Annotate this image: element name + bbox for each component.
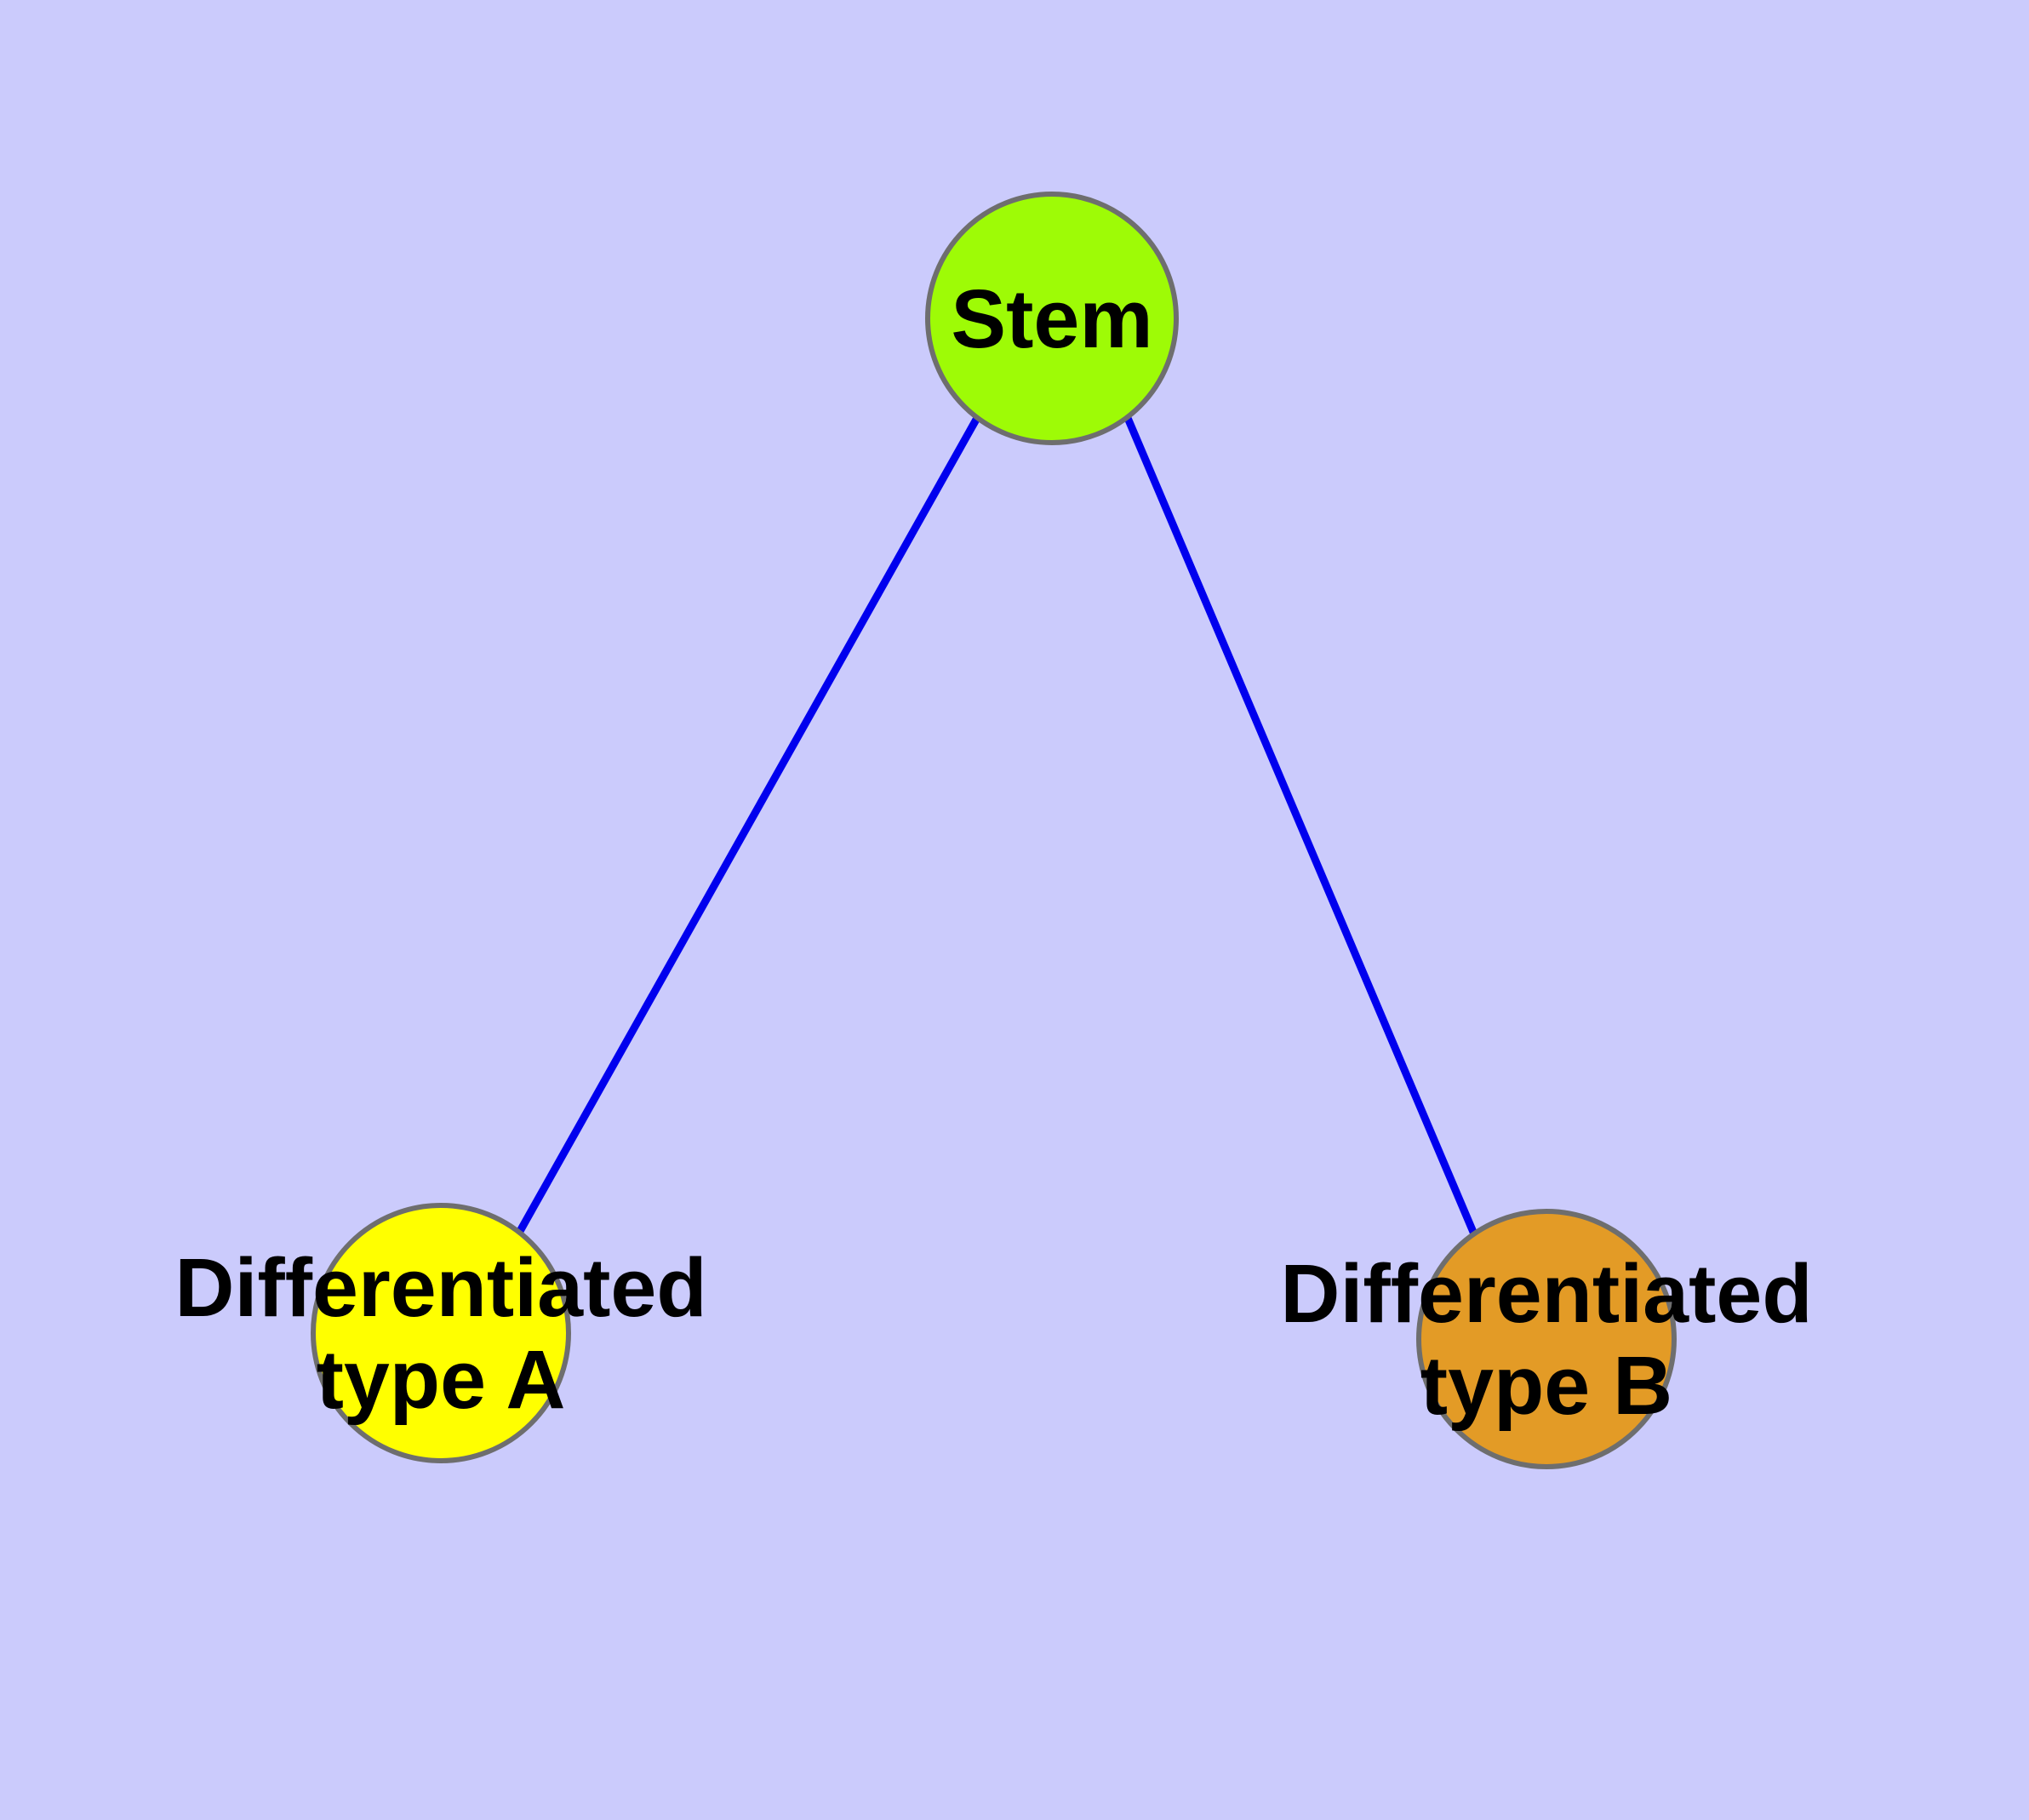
edges-layer (516, 415, 1479, 1238)
node-differentiated-type-b-label-line-2: type B (1420, 1339, 1672, 1432)
nodes-layer: Stem Differentiated type A Differentiate… (174, 192, 1813, 1469)
node-stem[interactable]: Stem (925, 192, 1179, 445)
node-differentiated-type-b-label-line-1: Differentiated (1280, 1247, 1812, 1340)
node-differentiated-type-a[interactable]: Differentiated type A (174, 1203, 707, 1463)
edge-stem-to-differentiated-type-b[interactable] (1123, 416, 1479, 1238)
node-differentiated-type-b-circle[interactable] (1416, 1209, 1677, 1469)
node-differentiated-type-a-label-line-1: Differentiated (174, 1241, 706, 1334)
node-differentiated-type-a-label-line-2: type A (317, 1333, 566, 1426)
node-stem-label-line-1: Stem (951, 272, 1152, 365)
node-differentiated-type-b[interactable]: Differentiated type B (1280, 1209, 1813, 1469)
node-differentiated-type-a-circle[interactable] (311, 1203, 571, 1463)
edge-stem-to-differentiated-type-a[interactable] (516, 415, 980, 1235)
node-stem-circle[interactable] (925, 192, 1179, 445)
